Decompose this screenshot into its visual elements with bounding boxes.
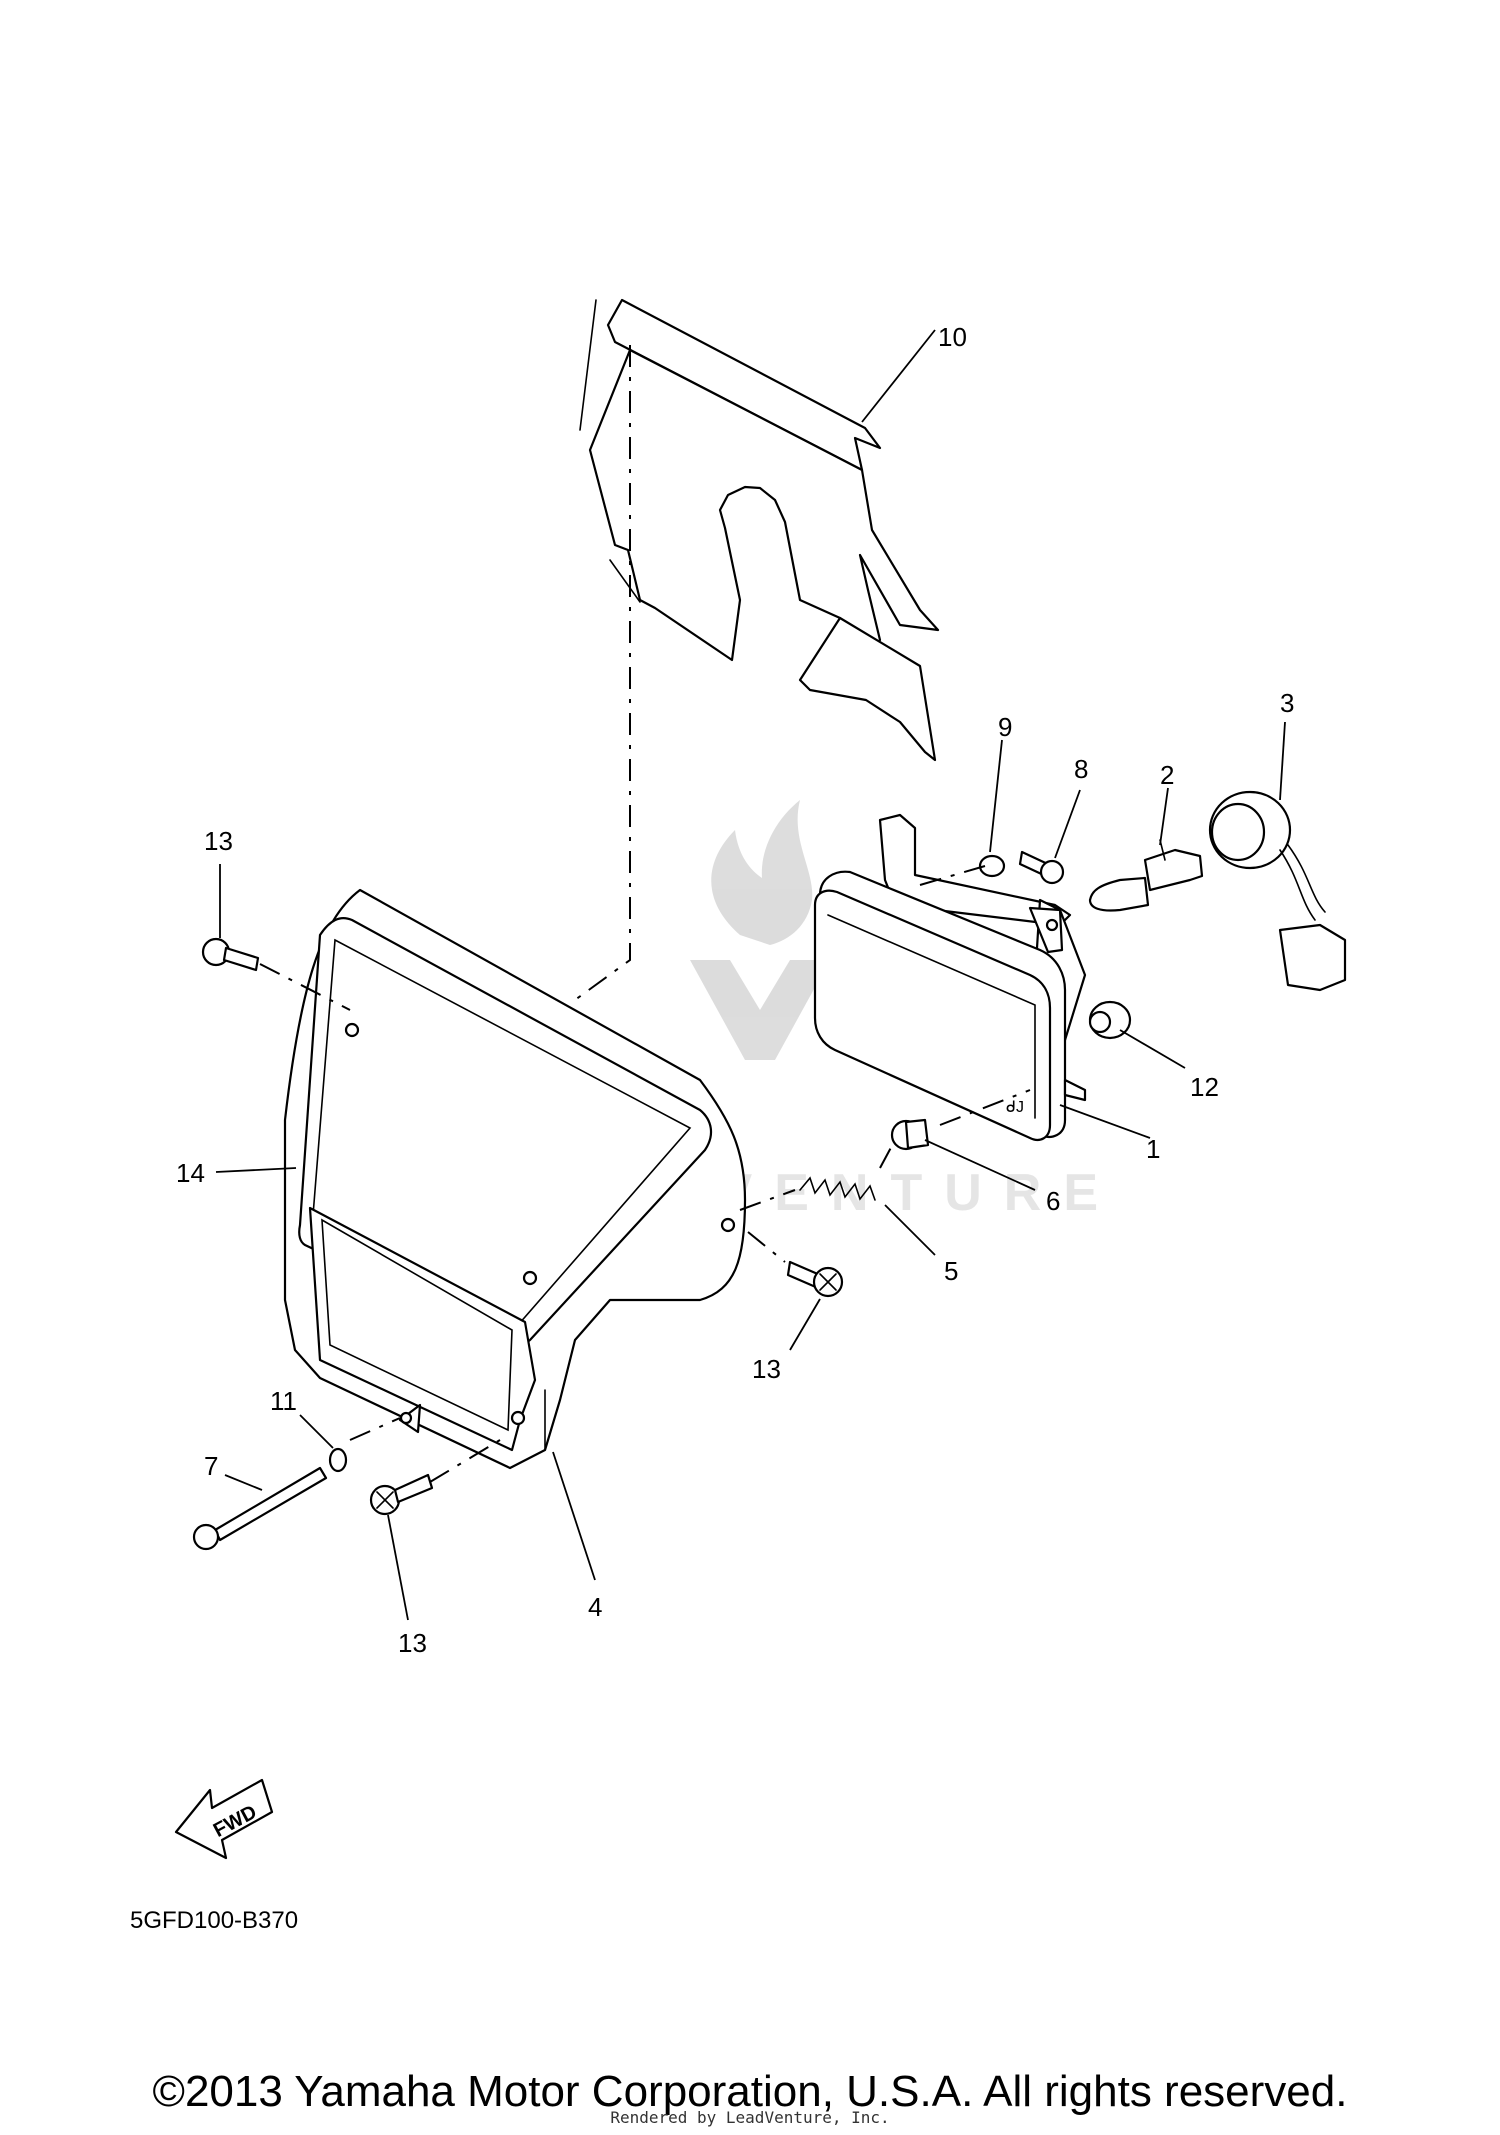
part-13-screw-c — [369, 1473, 434, 1516]
callout-12: 12 — [1190, 1072, 1219, 1102]
leader-lines — [215, 329, 1286, 1621]
assembly-guides — [259, 865, 1031, 1483]
part-1-marking: ᑯJ — [1006, 1099, 1024, 1116]
callout-9: 9 — [998, 712, 1012, 742]
fwd-arrow-icon: FWD — [174, 1778, 274, 1860]
copyright-notice: ©2013 Yamaha Motor Corporation, U.S.A. A… — [152, 2067, 1348, 2116]
part-3-socket — [1208, 790, 1347, 992]
part-6-rivet — [890, 1118, 930, 1151]
part-2-bulb — [1088, 839, 1204, 912]
part-11-washer — [328, 1447, 348, 1473]
callouts: 10 9 8 2 3 12 1 6 5 13 14 13 11 7 4 13 — [176, 322, 1294, 1658]
callout-13b: 13 — [752, 1354, 781, 1384]
callout-3: 3 — [1280, 688, 1294, 718]
callout-13a: 13 — [204, 826, 233, 856]
callout-8: 8 — [1074, 754, 1088, 784]
callout-11: 11 — [270, 1386, 297, 1416]
part-8-screw — [1018, 850, 1065, 885]
part-7-bolt — [192, 1466, 328, 1551]
rendered-by-credit: Rendered by LeadVenture, Inc. — [610, 2108, 890, 2127]
diagram-code: 5GFD100-B370 — [130, 1907, 298, 1934]
part-1-headlight: ᑯJ — [813, 813, 1087, 1141]
part-5-spring — [799, 1176, 876, 1201]
callout-6: 6 — [1046, 1186, 1060, 1216]
part-12-grommet — [1088, 1000, 1132, 1040]
callout-5: 5 — [944, 1256, 958, 1286]
part-10-bracket — [579, 298, 940, 762]
callout-13c: 13 — [398, 1628, 427, 1658]
part-13-screw-a — [201, 937, 260, 972]
callout-1: 1 — [1146, 1134, 1160, 1164]
callout-10: 10 — [938, 322, 967, 352]
callout-7: 7 — [204, 1451, 218, 1481]
leadventure-flame-logo — [711, 800, 813, 945]
part-13-screw-b — [786, 1260, 844, 1298]
callout-4: 4 — [588, 1592, 602, 1622]
callout-14: 14 — [176, 1158, 205, 1188]
part-9-spacer — [978, 854, 1006, 878]
callout-2: 2 — [1160, 760, 1174, 790]
part-14-headlight-cover — [283, 888, 747, 1470]
centerline — [574, 345, 631, 1001]
